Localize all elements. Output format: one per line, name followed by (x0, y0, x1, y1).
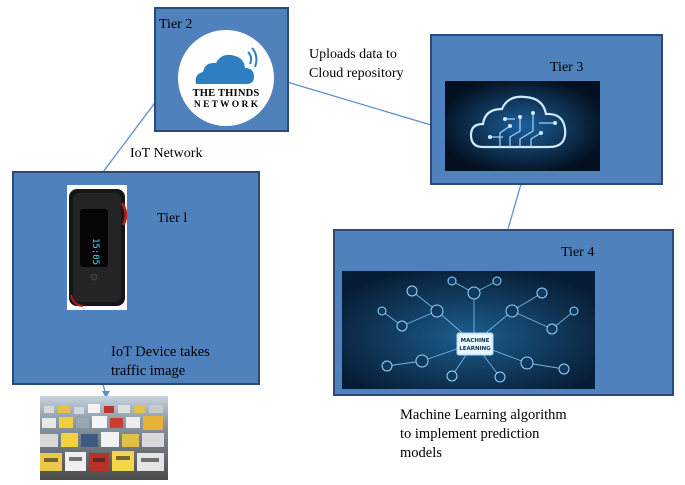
tier4-box: Tier 4 (333, 229, 674, 396)
connector-tier1-traffic (102, 383, 107, 397)
ml-caption-line1: Machine Learning algorithm (400, 407, 567, 423)
tier1-label: Tier l (157, 211, 188, 226)
tier3-box: Tier 3 (430, 34, 663, 185)
connector-tier2-tier3 (286, 81, 432, 126)
ml-label-line2: LEARNING (459, 346, 491, 352)
tier2-box: Tier 2 THE THINDS N E T W O R K (154, 7, 289, 132)
logo-text-line1: THE THINDS (192, 88, 260, 99)
ml-caption-line2: to implement prediction (400, 426, 540, 442)
iot-network-label: IoT Network (130, 146, 203, 161)
ml-network-illustration: MACHINE LEARNING (342, 271, 595, 389)
upload-label-line1: Uploads data to (309, 47, 397, 62)
cloud-icon (195, 47, 258, 84)
tier1-box: Tier l 15:05 IoT Device takes traffic im… (12, 171, 260, 385)
machine-learning-image: MACHINE LEARNING (342, 271, 595, 389)
connector-tier3-tier4 (507, 183, 522, 230)
things-network-logo: THE THINDS N E T W O R K (178, 30, 274, 126)
cloud-circuit-icon (445, 81, 600, 171)
cloud-circuit-image (445, 81, 600, 171)
logo-text-line2: N E T W O R K (193, 100, 259, 110)
tier2-label: Tier 2 (159, 17, 193, 32)
ml-caption-line3: models (400, 445, 442, 461)
tier4-label: Tier 4 (561, 245, 595, 260)
tier1-caption-line2: traffic image (111, 363, 186, 379)
tier3-label: Tier 3 (550, 60, 584, 75)
traffic-image (40, 396, 168, 480)
traffic-jam-illustration (40, 396, 168, 480)
svg-text:15:05: 15:05 (90, 238, 100, 265)
fitness-band-image: 15:05 (67, 185, 128, 310)
tier1-caption-line1: IoT Device takes (111, 344, 210, 360)
upload-label-line2: Cloud repository (309, 66, 404, 81)
wearable-band-icon: 15:05 (69, 189, 128, 307)
ml-label-line1: MACHINE (461, 338, 490, 344)
